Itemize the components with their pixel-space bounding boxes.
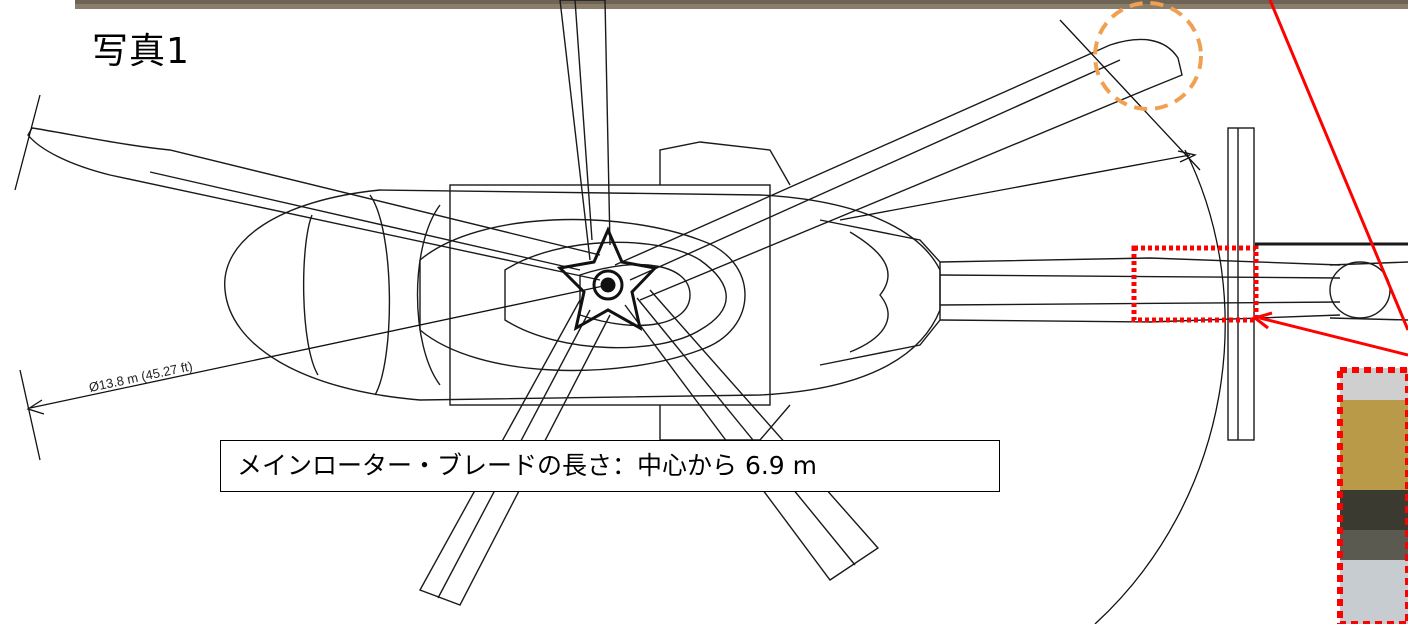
main-rotor-blades <box>27 0 1183 606</box>
top-photo-strip <box>75 0 1408 9</box>
photo-label: 写真1 <box>92 31 190 72</box>
blade-tip-highlight-circle <box>1093 1 1203 111</box>
tail-highlight-box <box>1131 245 1259 323</box>
blade-length-callout: メインローター・ブレードの長さ：中心から 6.9 m <box>220 440 1000 492</box>
rotor-hub <box>556 226 659 331</box>
inset-photo <box>1337 367 1408 624</box>
rotor-diameter-arc <box>14 19 1226 624</box>
